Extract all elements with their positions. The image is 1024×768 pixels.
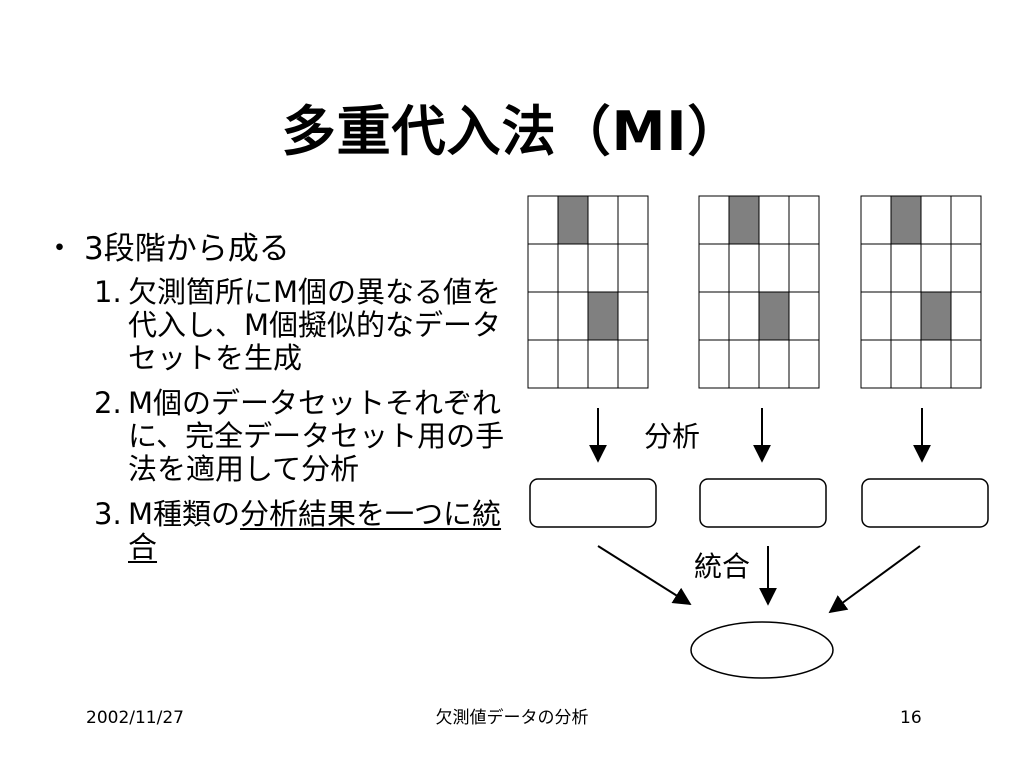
data-cell xyxy=(617,195,649,245)
data-cell xyxy=(890,291,922,341)
step-number: 3. xyxy=(94,497,122,531)
integrated-result-ellipse xyxy=(690,621,834,679)
data-cell xyxy=(788,339,820,389)
data-cell xyxy=(698,243,730,293)
data-cell xyxy=(617,291,649,341)
data-cell xyxy=(728,339,760,389)
data-cell xyxy=(587,339,619,389)
data-cell xyxy=(587,195,619,245)
step-text: M個のデータセットそれぞれに、完全データセット用の手法を適用して分析 xyxy=(128,386,505,486)
data-cell xyxy=(950,243,982,293)
arrow-merge-left xyxy=(597,545,692,605)
data-cell xyxy=(557,243,589,293)
data-cell xyxy=(557,339,589,389)
imputed-cell xyxy=(920,291,952,341)
data-cell xyxy=(920,195,952,245)
data-cell xyxy=(788,195,820,245)
data-cell xyxy=(728,291,760,341)
label-integrate: 統合 xyxy=(694,550,751,583)
data-cell xyxy=(920,243,952,293)
step-text: M種類の xyxy=(128,497,241,531)
data-cell xyxy=(950,339,982,389)
bullet-text: 3段階から成る xyxy=(84,231,290,267)
data-cell xyxy=(557,291,589,341)
step-number: 1. xyxy=(94,275,122,309)
dataset-grid-3 xyxy=(860,195,982,389)
data-cell xyxy=(788,291,820,341)
data-cell xyxy=(758,195,790,245)
footer-date: 2002/11/27 xyxy=(86,708,184,728)
imputed-cell xyxy=(587,291,619,341)
analysis-result-box-1 xyxy=(529,478,657,528)
data-cell xyxy=(527,195,559,245)
footer-title: 欠測値データの分析 xyxy=(435,708,589,728)
data-cell xyxy=(527,243,559,293)
step-list: 1. 欠測箇所にM個の異なる値を代入し、M個擬似的なデータセットを生成 2. M… xyxy=(44,276,514,564)
imputed-cell xyxy=(557,195,589,245)
step-item-1: 1. 欠測箇所にM個の異なる値を代入し、M個擬似的なデータセットを生成 xyxy=(44,276,514,375)
imputed-cell xyxy=(890,195,922,245)
bullet-marker: ・ xyxy=(44,231,75,267)
imputed-cell xyxy=(758,291,790,341)
data-cell xyxy=(860,291,892,341)
data-cell xyxy=(920,339,952,389)
label-analysis: 分析 xyxy=(644,420,701,453)
data-cell xyxy=(617,243,649,293)
data-cell xyxy=(788,243,820,293)
dataset-grid-1 xyxy=(527,195,649,389)
data-cell xyxy=(728,243,760,293)
data-cell xyxy=(860,243,892,293)
step-text-underlined: 分析結果を一つに統合 xyxy=(128,497,502,564)
data-cell xyxy=(860,195,892,245)
data-cell xyxy=(698,339,730,389)
slide-title: 多重代入法（MI） xyxy=(281,100,743,163)
data-cell xyxy=(890,243,922,293)
arrow-merge-right xyxy=(828,545,921,614)
data-cell xyxy=(758,339,790,389)
data-cell xyxy=(527,339,559,389)
data-cell xyxy=(617,339,649,389)
data-cell xyxy=(587,243,619,293)
step-number: 2. xyxy=(94,386,122,420)
step-text: 欠測箇所にM個の異なる値を代入し、M個擬似的なデータセットを生成 xyxy=(128,275,502,375)
data-cell xyxy=(950,291,982,341)
imputed-cell xyxy=(728,195,760,245)
step-item-2: 2. M個のデータセットそれぞれに、完全データセット用の手法を適用して分析 xyxy=(44,387,514,486)
step-item-3: 3. M種類の分析結果を一つに統合 xyxy=(44,498,514,564)
analysis-result-box-2 xyxy=(699,478,827,528)
analysis-result-box-3 xyxy=(861,478,989,528)
dataset-grid-2 xyxy=(698,195,820,389)
data-cell xyxy=(698,291,730,341)
data-cell xyxy=(950,195,982,245)
data-cell xyxy=(890,339,922,389)
footer-page-number: 16 xyxy=(900,708,922,728)
data-cell xyxy=(698,195,730,245)
data-cell xyxy=(527,291,559,341)
data-cell xyxy=(860,339,892,389)
data-cell xyxy=(758,243,790,293)
bullet-list: ・ 3段階から成る 1. 欠測箇所にM個の異なる値を代入し、M個擬似的なデータセ… xyxy=(44,226,514,576)
bullet-item: ・ 3段階から成る xyxy=(44,226,514,272)
